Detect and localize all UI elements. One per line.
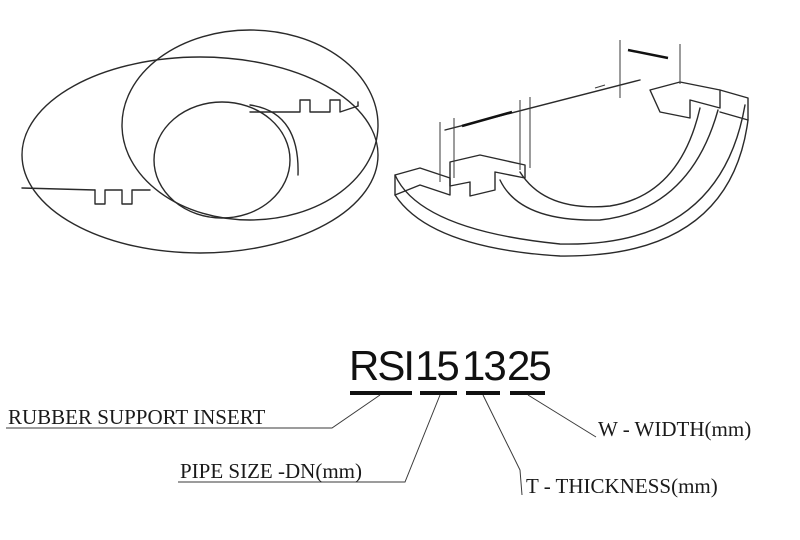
half-left-step	[449, 154, 526, 197]
half-outer-back	[394, 104, 746, 245]
half-inner-curve-2	[499, 109, 719, 221]
code-pipe-size: 15	[415, 342, 458, 389]
label-prefix: RUBBER SUPPORT INSERT	[8, 405, 265, 429]
ring-front-outer	[21, 56, 379, 254]
half-left-end	[394, 167, 451, 196]
dim-mark-width	[461, 110, 513, 128]
dim-mark-top	[627, 48, 669, 60]
full-ring-drawing	[21, 29, 379, 254]
leader-prefix	[6, 394, 381, 429]
ring-notch-right	[249, 99, 359, 113]
leader-thickness	[482, 394, 523, 496]
half-outer-front	[394, 119, 749, 257]
half-right-end	[719, 89, 749, 121]
ring-joint-left	[21, 187, 96, 191]
code-thickness: 13	[462, 342, 505, 389]
half-inner-curve	[519, 107, 701, 208]
code-prefix: RSI	[349, 342, 413, 389]
leader-width	[527, 394, 597, 438]
label-pipe-size: PIPE SIZE -DN(mm)	[180, 459, 362, 483]
ring-notch-left	[94, 189, 151, 205]
ring-bore-depth	[249, 104, 299, 176]
label-width: W - WIDTH(mm)	[598, 417, 751, 441]
leader-pipe-size	[178, 394, 441, 483]
half-right-step	[649, 81, 721, 119]
split-half-drawing	[394, 40, 749, 257]
ring-inner-bore	[153, 101, 291, 219]
product-code: RSI 15 13 25	[349, 342, 552, 389]
code-width: 25	[507, 342, 550, 389]
ring-back-outer	[121, 29, 379, 221]
label-thickness: T - THICKNESS(mm)	[526, 474, 718, 498]
dim-mark-small	[594, 84, 606, 89]
